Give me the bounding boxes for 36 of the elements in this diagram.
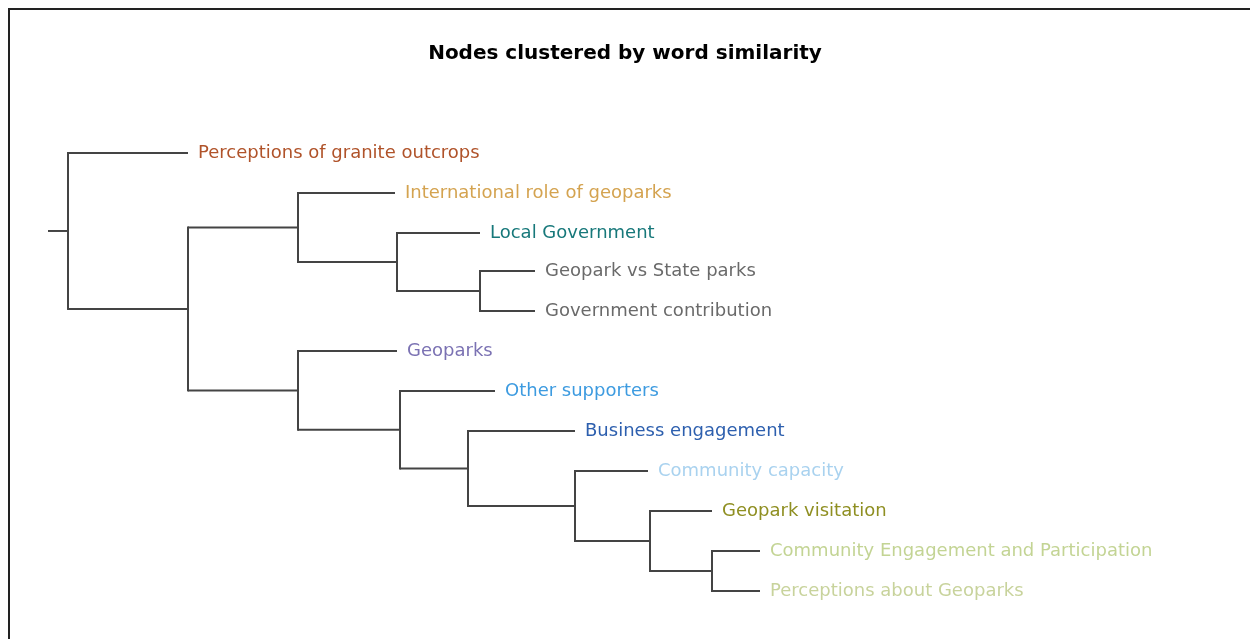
dendrogram-branch (574, 540, 651, 542)
cluster-label: Perceptions of granite outcrops (188, 139, 480, 165)
dendrogram-branch (399, 390, 496, 392)
dendrogram-branch (297, 192, 396, 194)
cluster-label: Business engagement (575, 417, 785, 443)
cluster-label: Geopark visitation (712, 497, 887, 523)
cluster-label: Perceptions about Geoparks (760, 577, 1024, 603)
dendrogram-branch (574, 470, 649, 472)
dendrogram-branch (711, 590, 761, 592)
cluster-label: Government contribution (535, 297, 773, 323)
cluster-label: Community capacity (648, 457, 844, 483)
dendrogram-branch (187, 389, 299, 392)
cluster-label: Community Engagement and Participation (760, 537, 1153, 563)
dendrogram-branch (297, 350, 398, 352)
dendrogram-branch (649, 570, 713, 572)
cluster-label: Geopark vs State parks (535, 257, 756, 283)
dendrogram-branch (297, 261, 398, 263)
dendrogram-branch (711, 550, 761, 552)
dendrogram-branch (47, 229, 69, 232)
dendrogram-branch (187, 226, 299, 229)
dendrogram-branch (479, 270, 536, 272)
dendrogram-branch (467, 505, 576, 507)
cluster-label: Local Government (480, 219, 655, 245)
dendrogram-branch (67, 307, 189, 310)
dendrogram-branch (467, 430, 576, 432)
dendrogram-branch (399, 467, 469, 470)
dendrogram-branch (67, 152, 189, 154)
cluster-label: Other supporters (495, 377, 659, 403)
dendrogram-branch (396, 290, 481, 292)
cluster-label: International role of geoparks (395, 179, 672, 205)
chart-title: Nodes clustered by word similarity (428, 40, 822, 64)
dendrogram-branch (297, 428, 401, 431)
dendrogram-branch (479, 310, 536, 312)
dendrogram-branch (649, 510, 713, 512)
dendrogram-branch (396, 232, 481, 234)
cluster-label: Geoparks (397, 337, 493, 363)
